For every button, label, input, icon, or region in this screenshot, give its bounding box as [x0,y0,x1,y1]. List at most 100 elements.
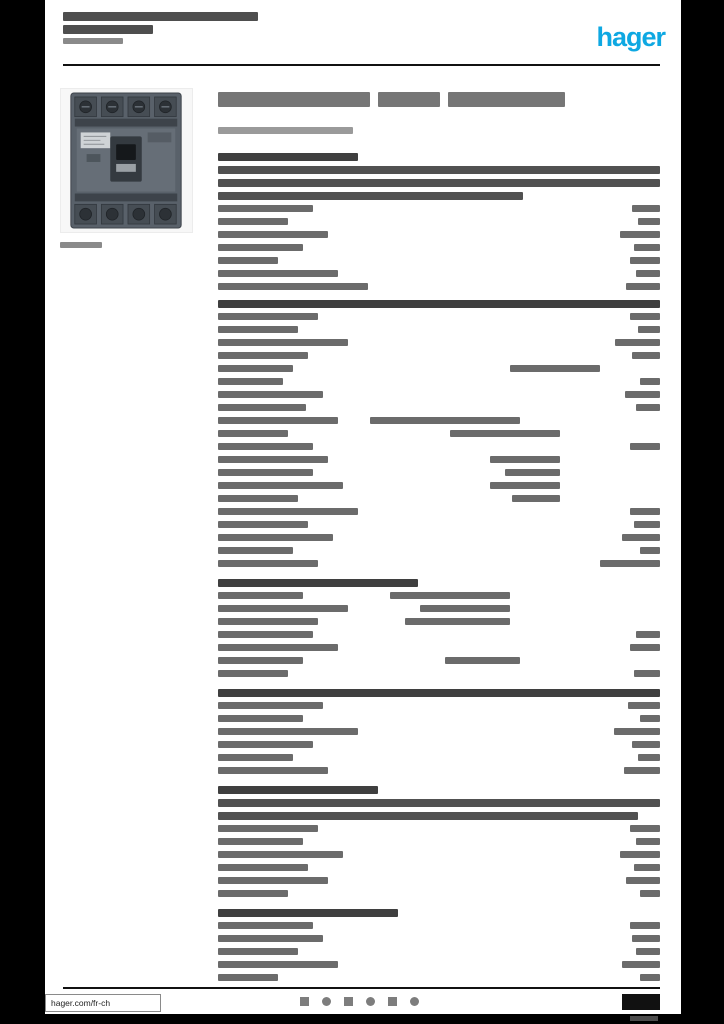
spec-value-bar [630,443,660,450]
spec-label-bar [218,404,306,411]
spec-section-header [218,297,660,310]
spec-row [218,388,660,401]
spec-label-bar [218,851,343,858]
spec-row [218,861,660,874]
spec-paragraph-line [218,176,660,189]
spec-label-bar [218,935,323,942]
spec-value-bar [632,741,660,748]
product-title-bars [218,92,565,107]
spec-value-bar [640,547,660,554]
spec-value-bar [636,631,660,638]
product-subtitle-bar [218,127,353,134]
spec-label-bar [218,961,338,968]
spec-value-bar [620,231,660,238]
page-number-block [622,994,660,1010]
spec-value-bar [628,702,660,709]
spec-row [218,254,660,267]
spec-label-bar [218,456,328,463]
footer-page-indicator-bar [630,1016,658,1021]
title-segment-bar [448,92,565,107]
spec-label-bar [218,657,303,664]
spec-value-bar [632,352,660,359]
spec-value-bar [622,534,660,541]
spec-value-bar [370,417,520,424]
spec-row [218,267,660,280]
spec-value-bar [626,877,660,884]
spec-row [218,751,660,764]
spec-value-bar [640,890,660,897]
spec-row [218,453,660,466]
spec-row [218,310,660,323]
spec-label-bar [218,417,338,424]
spec-row [218,738,660,751]
spec-label-bar [218,715,303,722]
spec-row [218,919,660,932]
spec-label-bar [218,443,313,450]
spec-value-bar [420,605,510,612]
spec-section-header [218,783,660,796]
cert-mark-1-icon [300,997,309,1006]
spec-label-bar [218,218,288,225]
spec-value-bar [640,378,660,385]
spec-value-bar [630,508,660,515]
product-photo [60,88,193,233]
spec-section-header [218,686,660,699]
spec-value-bar [505,469,560,476]
spec-value-bar [634,864,660,871]
spec-label-bar [218,728,358,735]
spec-label-bar [218,644,338,651]
spec-row [218,375,660,388]
spec-label-bar [218,365,293,372]
cert-mark-3-icon [344,997,353,1006]
spec-label-bar [218,391,323,398]
spec-row [218,544,660,557]
title-segment-bar [378,92,440,107]
spec-value-bar [636,270,660,277]
hager-logo-text: hager [596,21,666,52]
spec-value-bar [405,618,510,625]
spec-label-bar [218,605,348,612]
spec-row [218,202,660,215]
spec-row [218,628,660,641]
spec-label-bar [218,313,318,320]
document-header-titles [63,12,258,48]
spec-label-bar [218,890,288,897]
spec-label-bar [218,482,343,489]
website-link-text[interactable]: hager.com/fr-ch [51,998,111,1008]
spec-value-bar [390,592,510,599]
spec-value-bar [630,257,660,264]
spec-row [218,654,660,667]
spec-value-bar [636,838,660,845]
spec-value-bar [615,339,660,346]
spec-row [218,887,660,900]
spec-section-header [218,576,660,589]
spec-row [218,835,660,848]
spec-label-bar [218,430,288,437]
spec-row [218,589,660,602]
spec-row [218,602,660,615]
spec-label-bar [218,864,308,871]
spec-label-bar [218,838,303,845]
spec-row [218,971,660,984]
spec-label-bar [218,877,328,884]
title-segment-bar [218,92,370,107]
spec-label-bar [218,618,318,625]
spec-value-bar [630,922,660,929]
spec-value-bar [632,935,660,942]
spec-paragraph-line [218,189,660,202]
spec-row [218,492,660,505]
spec-row [218,557,660,570]
spec-label-bar [218,521,308,528]
header-title-bar [63,12,258,21]
spec-value-bar [622,961,660,968]
spec-label-bar [218,741,313,748]
spec-row [218,323,660,336]
spec-label-bar [218,592,303,599]
spec-row [218,505,660,518]
spec-value-bar [634,521,660,528]
spec-value-bar [636,948,660,955]
spec-label-bar [218,670,288,677]
spec-label-bar [218,231,328,238]
website-link-box[interactable]: hager.com/fr-ch [45,994,161,1012]
